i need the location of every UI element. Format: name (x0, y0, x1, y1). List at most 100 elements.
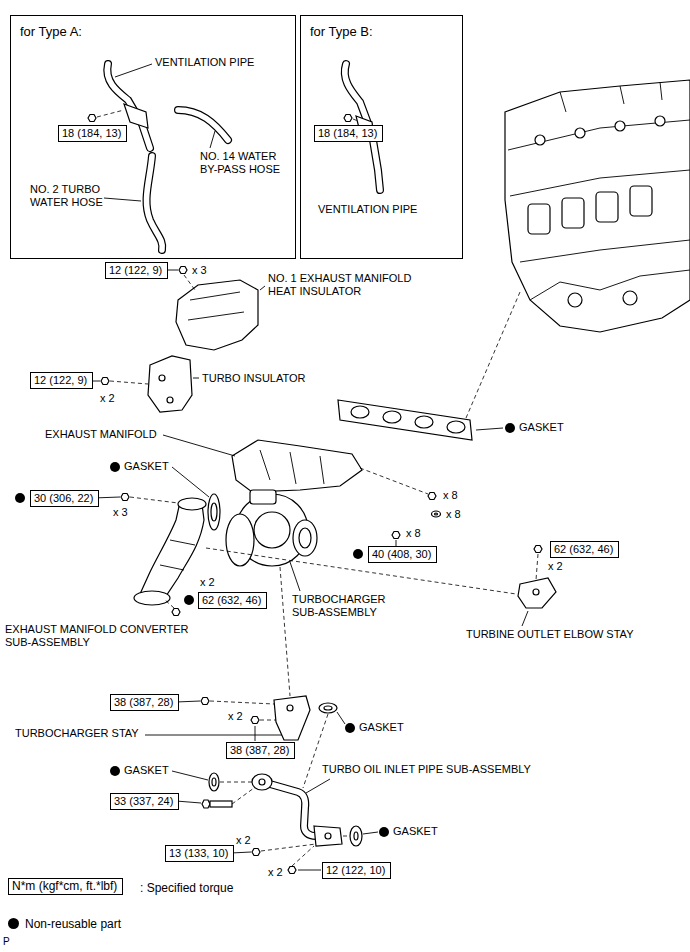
quantity-label: x 2 (100, 392, 115, 405)
exhaust-converter (130, 497, 178, 503)
torque-box: N*m (kgf*cm, ft.*lbf) (8, 878, 123, 895)
non-reusable-dot (505, 423, 515, 433)
water-hose (178, 110, 228, 140)
turbo-gasket (211, 503, 217, 521)
nut (261, 844, 316, 851)
non-reusable-dot (110, 766, 120, 776)
leader-line (210, 131, 215, 148)
engine-mount-line (466, 292, 520, 418)
torque-value: N*m (kgf*cm, ft.*lbf) (12, 880, 117, 893)
union-bolt (202, 800, 210, 808)
torque-value: 13 (133, 10) (169, 847, 228, 860)
turbocharger (290, 562, 300, 591)
nut (252, 849, 260, 856)
turbocharger-stay (280, 567, 290, 696)
bolt (344, 115, 358, 122)
elbow-stay (206, 548, 516, 594)
non-reusable-dot (345, 723, 355, 733)
part-name: TURBO INSULATOR (202, 372, 306, 385)
quantity-label: x 8 (406, 527, 421, 540)
heat-insulator (188, 292, 244, 320)
oil-pipe-gasket (337, 712, 345, 724)
elbow-stay (206, 546, 556, 627)
quantity-label: x 2 (268, 866, 283, 879)
elbow-stay (533, 589, 539, 595)
manifold-gasket (351, 406, 369, 418)
torque-value: 30 (306, 22) (34, 492, 93, 505)
oil-pipe-gasket (303, 714, 328, 788)
turbocharger-stay (176, 701, 200, 702)
engine-block (596, 192, 618, 222)
union-bolt (210, 801, 232, 807)
exhaust-converter (165, 600, 174, 608)
nut (288, 867, 296, 874)
oil-inlet-pipe (314, 826, 342, 846)
torque-box: 12 (122, 10) (322, 862, 391, 879)
torque-box: 62 (632, 46) (550, 541, 619, 558)
exhaust-converter (178, 498, 206, 510)
water-hose (147, 156, 163, 250)
bolt (88, 115, 96, 122)
part-name: VENTILATION PIPE (155, 56, 254, 69)
legend-note: : Specified torque (140, 881, 233, 895)
turbo-gasket (172, 467, 209, 497)
heat-insulator (168, 267, 265, 351)
torque-box: 38 (387, 28) (110, 694, 179, 711)
heat-insulator (176, 280, 258, 350)
part-name: EXHAUST MANIFOLD CONVERTER SUB-ASSEMBLY (5, 623, 210, 649)
panel-heading: for Type B: (310, 24, 373, 39)
part-name: TURBO OIL INLET PIPE SUB-ASSEMBLY (322, 763, 531, 776)
oil-pipe-gasket (212, 778, 216, 786)
quantity-label: x 2 (228, 710, 243, 723)
oil-pipe-gasket (324, 706, 332, 710)
engine-block (560, 82, 662, 112)
oil-pipe-gasket (343, 836, 349, 837)
bolt (344, 115, 352, 122)
oil-pipe-gasket (172, 771, 208, 780)
type-panel: 18 (184, 13)for Type B: (300, 15, 463, 259)
exhaust-converter (134, 591, 170, 605)
torque-value: 33 (337, 24) (114, 795, 173, 808)
type-panel: 18 (184, 13) for Type A: (10, 15, 296, 259)
water-hose (178, 110, 228, 140)
oil-inlet-pipe (252, 774, 272, 790)
heat-insulator (179, 267, 187, 274)
quantity-label: x 2 (236, 834, 251, 847)
union-bolt (176, 801, 201, 803)
engine-block (568, 293, 582, 307)
exhaust-manifold (360, 468, 428, 494)
turbocharger (250, 490, 276, 504)
quantity-label: x 3 (192, 264, 207, 277)
elbow-stay (522, 611, 528, 626)
engine-block (655, 116, 665, 126)
exhaust-converter (160, 540, 195, 570)
panel-heading: for Type A: (20, 24, 82, 39)
part-name: EXHAUST MANIFOLD (45, 428, 157, 441)
torque-value: 18 (184, 13) (62, 127, 121, 140)
bolt (353, 119, 358, 121)
turbo-insulator (167, 397, 173, 403)
manifold-gasket (383, 411, 401, 423)
engine-block (630, 186, 652, 216)
quantity-label: x 2 (200, 576, 215, 589)
turbocharger-stay (210, 701, 274, 704)
elbow-stay (534, 546, 542, 553)
part-name: NO. 2 TURBO WATER HOSE (30, 183, 115, 209)
oil-inlet-pipe (270, 784, 316, 836)
non-reusable-dot (110, 462, 120, 472)
manifold-gasket (338, 400, 503, 440)
engine-block (530, 270, 690, 300)
part-name: GASKET (124, 460, 169, 473)
turbo-gasket (208, 494, 220, 530)
part-name: NO. 14 WATER BY-PASS HOSE (200, 150, 292, 176)
part-name: GASKET (124, 764, 169, 777)
turbocharger-stay (260, 720, 276, 721)
turbocharger-stay (274, 696, 310, 740)
elbow-stay (518, 578, 556, 608)
nut (298, 870, 321, 871)
turbo-insulator (148, 356, 192, 412)
torque-box: 12 (122, 9) (30, 372, 93, 389)
torque-box: 18 (184, 13) (58, 125, 127, 142)
turbo-insulator (93, 356, 199, 412)
